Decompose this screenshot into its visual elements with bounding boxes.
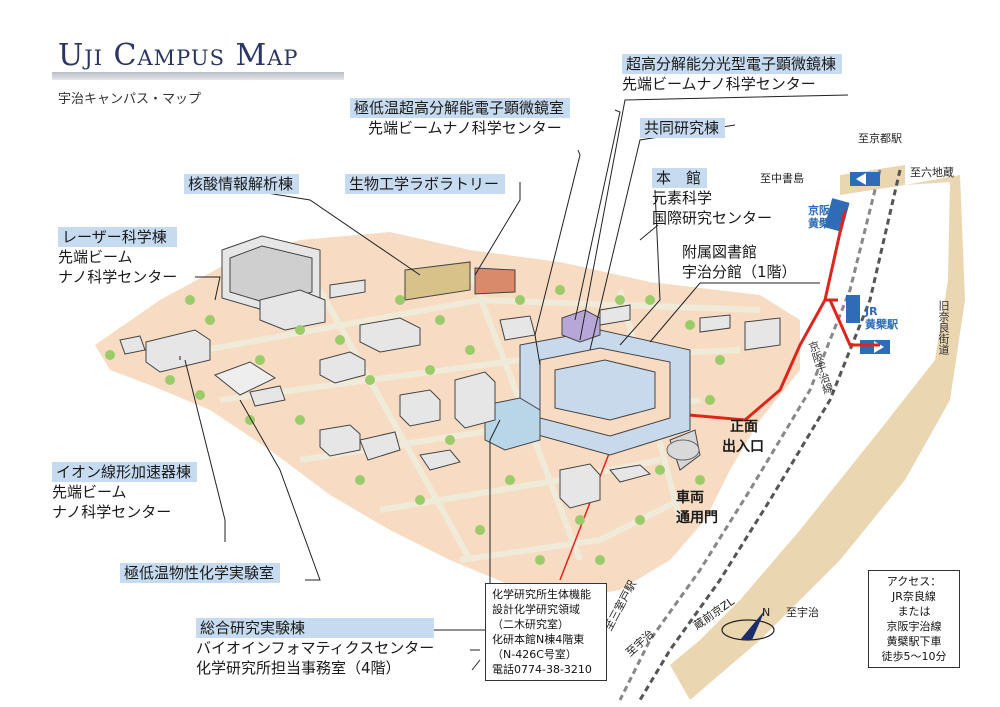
jr-station-marker[interactable] <box>846 295 860 323</box>
dir-to-uji-right: 至宇治 <box>786 606 819 619</box>
label-ion-linac[interactable]: イオン線形加速器棟 先端ビーム ナノ科学センター <box>52 462 198 522</box>
label-general-lab[interactable]: 総合研究実験棟 バイオインフォマティクスセンター 化学研究所担当事務室（4階） <box>196 618 435 677</box>
label-cryo-em[interactable]: 極低温超高分解能電子顕微鏡室 先端ビームナノ科学センター <box>350 98 571 138</box>
label-nucleic[interactable]: 核酸情報解析棟 <box>184 174 300 194</box>
label-cryo-phys[interactable]: 極低温物性化学実験室 <box>120 563 281 583</box>
label-main-building[interactable]: 本 館 元素科学 国際研究センター <box>652 168 773 227</box>
label-main-gate[interactable]: 正面 出入口 <box>722 419 764 455</box>
compass-mark <box>721 610 775 641</box>
map-subtitle: 宇治キャンパス・マップ <box>58 92 202 107</box>
label-bio-lab[interactable]: 生物工学ラボラトリー <box>345 174 506 194</box>
dir-to-nakashoshima: 至中書島 <box>760 172 804 185</box>
compass-north-letter: N <box>762 606 771 619</box>
label-keihan-station[interactable]: 京阪 黄檗駅 <box>808 204 841 230</box>
label-jr-station[interactable]: JR 黄檗駅 <box>865 305 898 331</box>
leader-lines <box>179 94 849 671</box>
label-joint-lab[interactable]: 共同研究棟 <box>640 118 726 138</box>
lab-info-box: 化学研究所生体機能 設計化学研究領域 （二木研究室） 化研本館N棟4階東 （N-… <box>485 583 607 681</box>
access-box: アクセス： JR奈良線 または 京阪宇治線 黄檗駅下車 徒歩5〜10分 <box>868 570 960 668</box>
dir-to-kyoto: 至京都駅 <box>858 132 902 145</box>
buildings <box>119 235 781 509</box>
water-tank <box>666 439 700 461</box>
old-nara-road-label: 旧奈良街道 <box>937 300 950 355</box>
railways <box>618 169 902 701</box>
label-library[interactable]: 附属図書館 宇治分館（1階） <box>682 243 797 281</box>
old-nara-road <box>670 175 965 700</box>
direction-arrows <box>850 172 890 354</box>
label-laser[interactable]: レーザー科学棟 先端ビーム ナノ科学センター <box>58 227 178 286</box>
dir-to-rokujizo: 至六地蔵 <box>910 166 954 179</box>
label-spectro-em[interactable]: 超高分解能分光型電子顕微鏡棟 先端ビームナノ科学センター <box>622 54 843 94</box>
map-title: Uji Campus Map <box>58 38 299 73</box>
title-underline <box>52 72 344 80</box>
label-vehicle-gate[interactable]: 車両 通用門 <box>676 490 718 526</box>
